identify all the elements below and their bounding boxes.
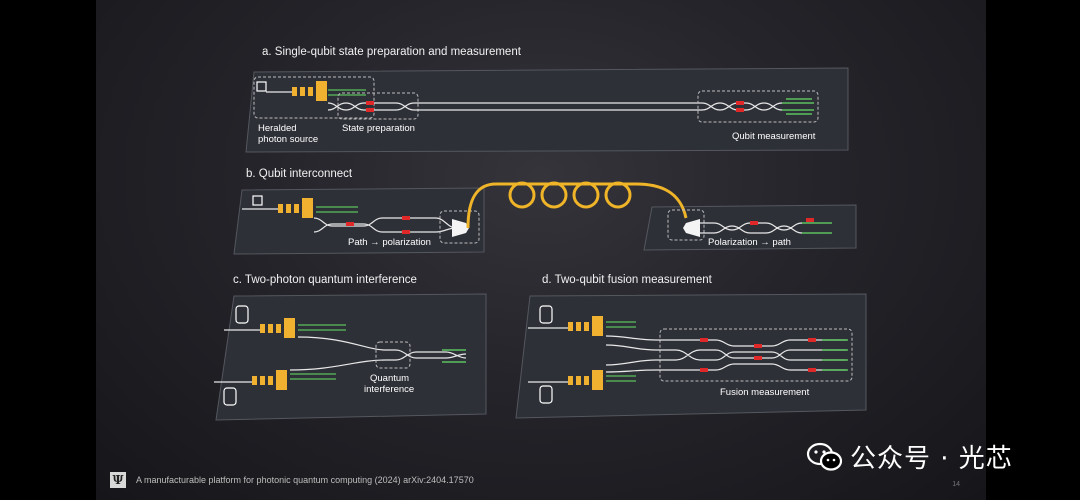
pump-loop xyxy=(252,195,263,206)
detectors xyxy=(802,222,832,234)
phase-shifter xyxy=(700,338,708,342)
phase-shifter xyxy=(366,108,374,112)
phase-shifter xyxy=(808,368,816,372)
chip-b-right xyxy=(643,204,857,251)
source-label: Heralded xyxy=(258,123,297,134)
slide-number: 14 xyxy=(952,481,960,488)
phase-shifter xyxy=(754,344,762,348)
chip-c xyxy=(215,293,487,421)
panel-b: b. Qubit interconnect Path → polarizatio… xyxy=(233,168,857,255)
prep-interferometer xyxy=(327,102,415,111)
phase-shifter xyxy=(750,221,758,225)
state-prep-box xyxy=(337,92,419,120)
waveguide xyxy=(297,336,467,359)
pump-loop xyxy=(223,387,237,406)
fiber-loop xyxy=(572,181,600,209)
detectors xyxy=(822,339,848,371)
phase-shifter xyxy=(402,216,410,220)
photon-source-box xyxy=(253,76,375,119)
phase-shifter xyxy=(402,230,410,234)
phase-shifter xyxy=(700,368,708,372)
waveguide xyxy=(289,351,467,371)
pump-loop xyxy=(539,305,553,324)
pump-loop xyxy=(235,305,249,324)
watermark-text: 公众号 · 光芯 xyxy=(850,444,1013,474)
fiber xyxy=(466,182,688,229)
detectors xyxy=(442,349,466,363)
path-pol-label: Path → polarization xyxy=(348,237,431,248)
phase-shifter xyxy=(754,356,762,360)
phase-shifter xyxy=(366,101,374,105)
panel-c: c. Two-photon quantum interference Quant… xyxy=(214,274,487,421)
footer: Ψ A manufacturable platform for photonic… xyxy=(110,472,474,488)
fiber-loop xyxy=(540,181,568,209)
photonic-diagram: a. Single-qubit state preparation and me… xyxy=(214,46,867,421)
pol-path-label: Polarization → path xyxy=(708,237,791,248)
fiber-loop xyxy=(508,181,536,209)
phase-shifter xyxy=(346,222,354,226)
interference-box xyxy=(375,341,411,369)
psiquantum-logo: Ψ xyxy=(110,472,126,488)
fusion-label: Fusion measurement xyxy=(720,387,810,398)
fusion-circuit xyxy=(605,335,846,373)
herald-detector xyxy=(316,206,358,213)
pol-splitter-box xyxy=(667,209,705,241)
panel-d: d. Two-qubit fusion measurement Fusion m… xyxy=(515,274,867,419)
citation: A manufacturable platform for photonic q… xyxy=(136,475,474,485)
source-label: photon source xyxy=(258,134,318,145)
qi-label: interference xyxy=(364,384,414,395)
panel-c-title: c. Two-photon quantum interference xyxy=(233,274,417,286)
phase-shifter xyxy=(736,101,744,105)
fusion-box xyxy=(659,328,853,382)
phase-shifter xyxy=(808,338,816,342)
grating-coupler xyxy=(683,219,700,237)
pump-loop xyxy=(539,385,553,404)
panel-a: a. Single-qubit state preparation and me… xyxy=(245,46,849,153)
prep-label: State preparation xyxy=(342,123,415,134)
path-interferometer xyxy=(313,217,457,233)
herald-detector xyxy=(606,375,636,382)
herald-detector xyxy=(290,373,336,380)
detectors xyxy=(782,98,814,115)
qubit-meas-box xyxy=(697,90,819,123)
wechat-icon xyxy=(806,442,843,471)
phase-shifter xyxy=(736,108,744,112)
panel-b-title: b. Qubit interconnect xyxy=(246,168,353,180)
herald-detector xyxy=(298,324,346,331)
herald-detector xyxy=(328,89,366,96)
panel-d-title: d. Two-qubit fusion measurement xyxy=(542,274,713,286)
slide: a. Single-qubit state preparation and me… xyxy=(96,0,986,500)
meas-label: Qubit measurement xyxy=(732,131,816,142)
chip-d xyxy=(515,293,867,419)
pump-loop xyxy=(256,81,267,92)
panel-a-title: a. Single-qubit state preparation and me… xyxy=(262,46,522,58)
grating-coupler xyxy=(452,219,469,237)
pol-converter-box xyxy=(439,210,480,244)
herald-detector xyxy=(606,321,636,328)
fiber-loop xyxy=(604,181,632,209)
phase-shifter xyxy=(806,218,814,222)
watermark: 公众号 · 光芯 xyxy=(806,438,1013,475)
qi-label: Quantum xyxy=(370,373,409,384)
